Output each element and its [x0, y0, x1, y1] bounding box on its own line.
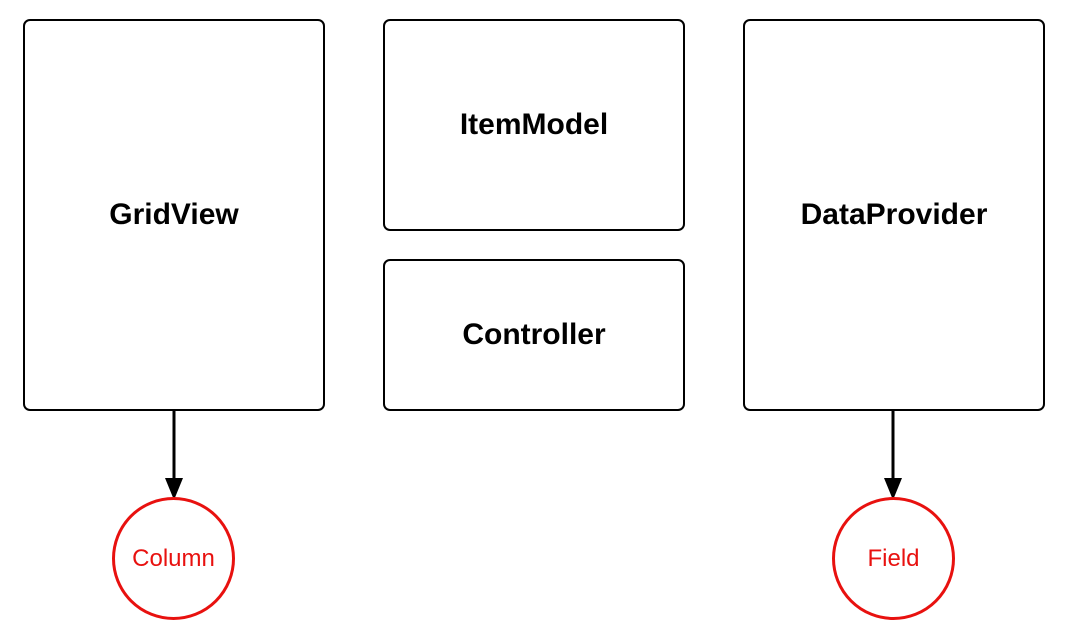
column-circle[interactable]: Column: [112, 497, 235, 620]
dataprovider-box[interactable]: DataProvider: [743, 19, 1045, 411]
gridview-label: GridView: [109, 198, 239, 231]
dataprovider-label: DataProvider: [800, 198, 988, 231]
arrowhead-dataprovider-to-field: [884, 478, 902, 500]
controller-box[interactable]: Controller: [383, 259, 685, 411]
controller-label: Controller: [462, 318, 606, 351]
field-circle[interactable]: Field: [832, 497, 955, 620]
itemmodel-label: ItemModel: [459, 108, 609, 141]
arrowhead-gridview-to-column: [165, 478, 183, 500]
column-label: Column: [132, 544, 215, 572]
itemmodel-box[interactable]: ItemModel: [383, 19, 685, 231]
gridview-box[interactable]: GridView: [23, 19, 325, 411]
field-label: Field: [867, 544, 920, 572]
